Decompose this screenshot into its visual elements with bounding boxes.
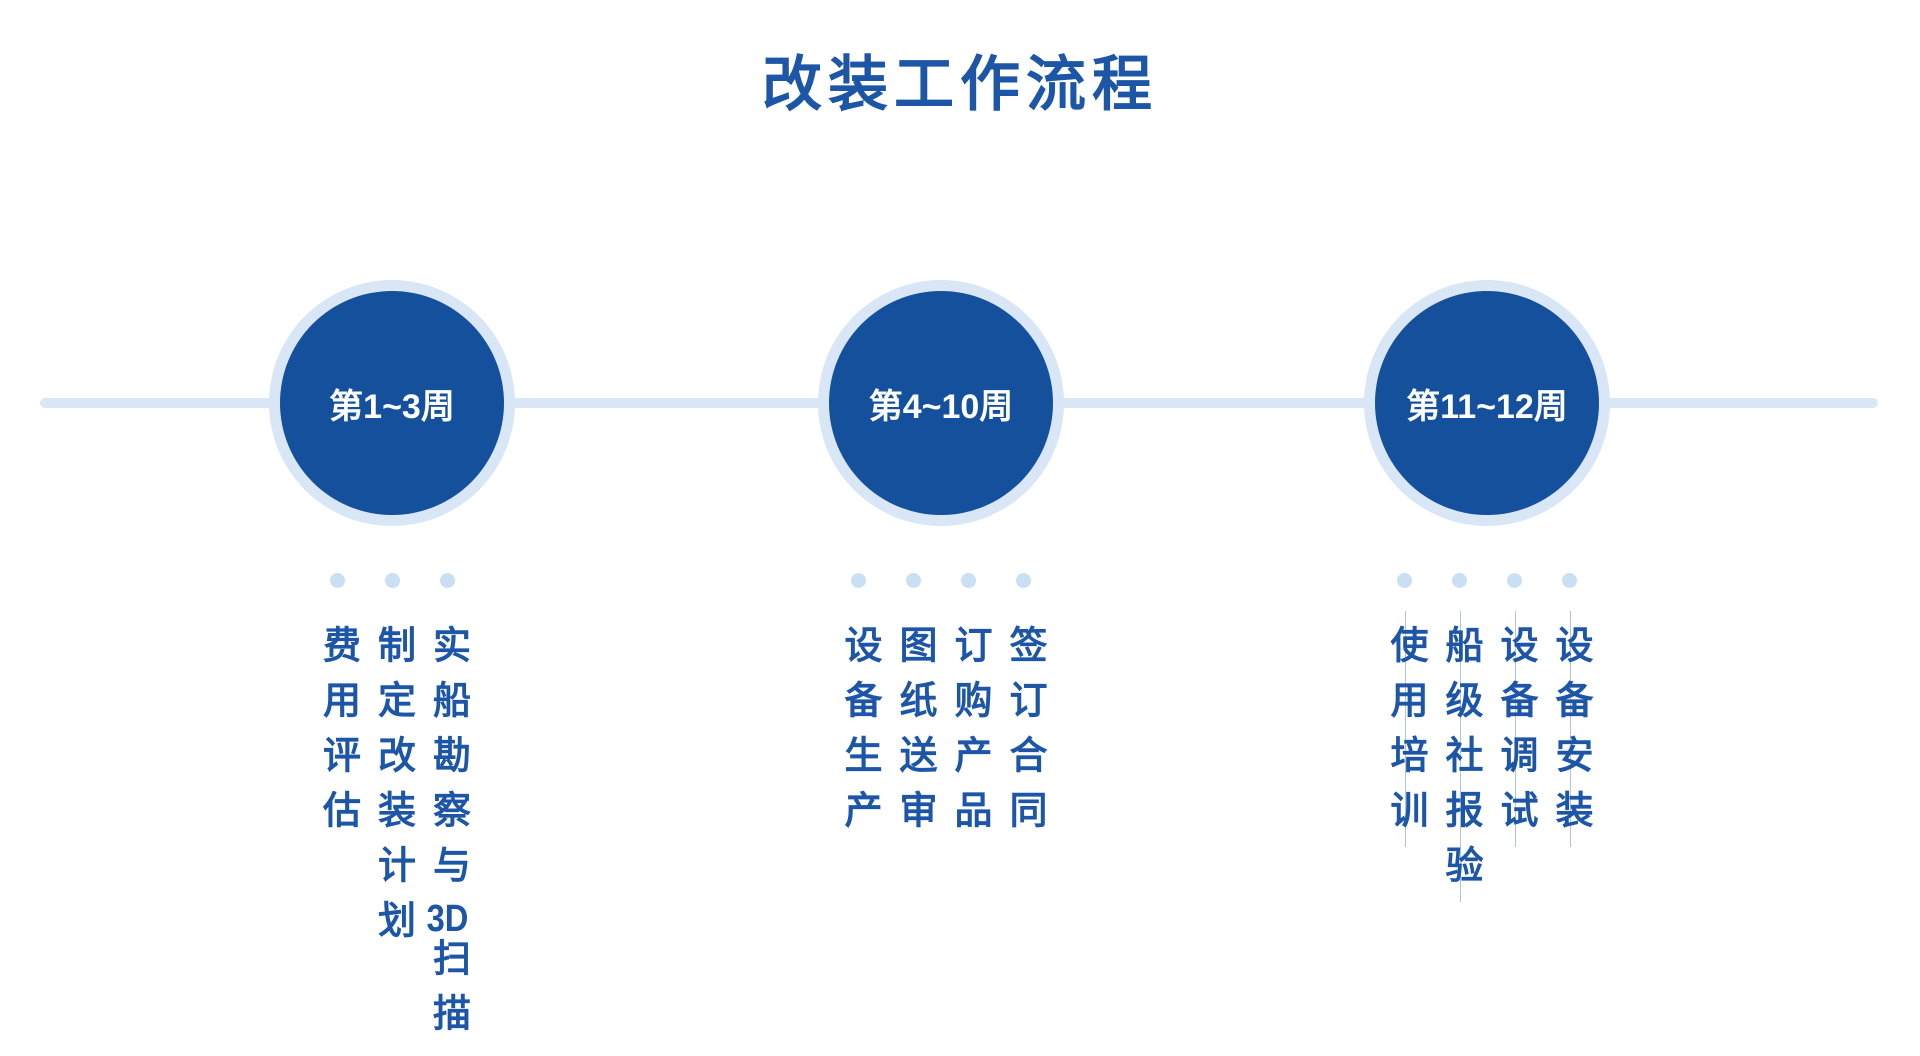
task-drawing-approval: 图纸送审 [886, 625, 941, 845]
task-cost-evaluation: 费用评估 [310, 625, 365, 845]
timeline-dot [851, 573, 866, 588]
timeline-dot [1452, 573, 1467, 588]
task-text: 扫描 [426, 938, 469, 1048]
milestone-week-11-12: 第11~12周 使用培训 船级社报验 设备调试 设备安装 [1364, 280, 1610, 902]
task-list: 设备生产 图纸送审 订购产品 签订合同 [831, 625, 1051, 845]
milestone-ring: 第11~12周 [1364, 280, 1610, 526]
timeline-dot [329, 573, 345, 588]
task-text: 订购产品 [948, 625, 990, 845]
task-equipment-installation: 设备安装 [1542, 611, 1597, 847]
task-list: 使用培训 船级社报验 设备调试 设备安装 [1377, 611, 1597, 902]
timeline-dot [1016, 573, 1031, 588]
timeline-dot [1507, 573, 1522, 588]
timeline-dot [906, 573, 921, 588]
task-text: 签订合同 [1003, 625, 1045, 845]
task-equipment-production: 设备生产 [831, 625, 886, 845]
task-text: 实船勘察与 [426, 625, 469, 900]
task-list: 费用评估 制定改装计划 实船勘察与3D扫描 [310, 625, 475, 1048]
task-text: 制定改装计划 [371, 625, 414, 955]
task-text-combined: 3D [426, 900, 469, 938]
milestone-week-1-3: 第1~3周 费用评估 制定改装计划 实船勘察与3D扫描 [269, 280, 515, 1048]
milestone-circle: 第1~3周 [280, 291, 504, 515]
milestone-circle: 第4~10周 [829, 291, 1053, 515]
timeline-dot [1562, 573, 1577, 588]
timeline-dot [1397, 573, 1412, 588]
task-order-products: 订购产品 [941, 625, 996, 845]
task-text: 设备安装 [1549, 625, 1591, 845]
milestone-label: 第4~10周 [868, 387, 1014, 426]
timeline-dot [439, 573, 455, 588]
dots-row [310, 573, 475, 588]
dots-row [831, 573, 1051, 588]
task-equipment-commissioning: 设备调试 [1487, 611, 1542, 847]
timeline-dot [384, 573, 400, 588]
task-text: 图纸送审 [893, 625, 935, 845]
task-text: 设备调试 [1494, 625, 1536, 845]
milestone-week-4-10: 第4~10周 设备生产 图纸送审 订购产品 签订合同 [818, 280, 1064, 845]
task-text: 设备生产 [838, 625, 880, 845]
milestone-ring: 第1~3周 [269, 280, 515, 526]
task-text: 使用培训 [1384, 625, 1426, 845]
task-text: 船级社报验 [1439, 625, 1481, 900]
task-sign-contract: 签订合同 [996, 625, 1051, 845]
task-text: 费用评估 [316, 625, 359, 845]
dots-row [1377, 573, 1597, 588]
task-retrofit-plan: 制定改装计划 [365, 625, 420, 955]
timeline-dot [961, 573, 976, 588]
milestone-label: 第1~3周 [329, 387, 455, 426]
milestone-circle: 第11~12周 [1375, 291, 1599, 515]
milestone-ring: 第4~10周 [818, 280, 1064, 526]
task-usage-training: 使用培训 [1377, 611, 1432, 847]
task-ship-survey-3d-scan: 实船勘察与3D扫描 [420, 625, 475, 1048]
milestone-label: 第11~12周 [1406, 387, 1568, 426]
task-class-society-inspection: 船级社报验 [1432, 611, 1487, 902]
page-title: 改装工作流程 [762, 51, 1158, 118]
